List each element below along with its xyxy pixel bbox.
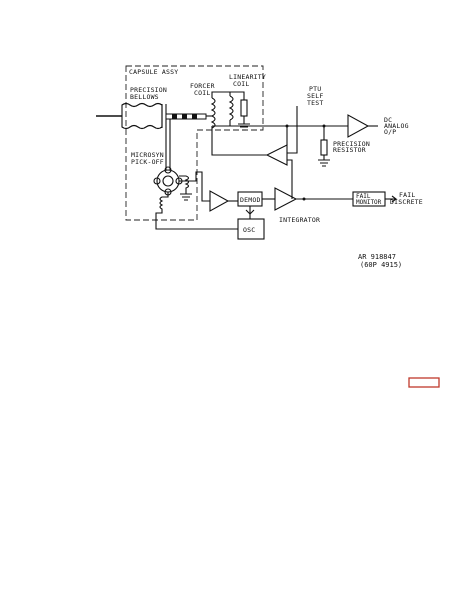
ptu-label-3: TEST <box>307 99 323 107</box>
microsyn-label-2: PICK-OFF <box>131 158 164 166</box>
linearity-coil <box>228 95 234 121</box>
preamplifier <box>209 190 230 212</box>
linearity-coil-label-2: COIL <box>233 80 249 88</box>
fail-monitor-label-2: MONITOR <box>356 199 382 206</box>
precision-bellows <box>96 102 167 130</box>
precision-resistor <box>320 139 328 156</box>
integrator-label: INTEGRATOR <box>279 216 320 224</box>
microsyn-pickoff <box>153 166 183 196</box>
fail-discrete-label-2: DISCRETE <box>390 198 423 206</box>
osc-label: OSC <box>243 226 255 234</box>
forcer-coil-label-1: FORCER <box>190 82 215 90</box>
ground-icon <box>180 193 192 201</box>
feedback-amplifier <box>265 144 288 166</box>
reference-line-2: (60P 4915) <box>360 261 402 269</box>
dc-analog-label-1: DC <box>384 116 392 124</box>
ptu-line <box>287 106 298 154</box>
ptu-label-1: PTU <box>309 85 321 93</box>
demod-label: DEMOD <box>240 196 261 204</box>
dc-analog-amplifier <box>347 114 370 138</box>
ground-icon <box>238 123 250 131</box>
reference-line-1: AR 918847 <box>358 253 396 261</box>
precision-resistor-label-2: RESISTOR <box>333 146 366 154</box>
ground-icon <box>318 159 330 167</box>
forcer-coil <box>210 97 216 129</box>
red-marker-box <box>408 377 440 388</box>
microsyn-label-1: MICROSYN <box>131 151 164 159</box>
fail-discrete-label-1: FAIL <box>399 191 415 199</box>
dc-analog-label-2: ANALOG <box>384 122 409 130</box>
oscillator-block <box>237 218 265 240</box>
ptu-label-2: SELF <box>307 92 323 100</box>
precision-resistor-label-1: PRECISION <box>333 140 370 148</box>
linearity-resistor <box>240 99 248 117</box>
precision-bellows-label-1: PRECISION <box>130 86 167 94</box>
capsule-assy-label: CAPSULE ASSY <box>129 68 178 76</box>
precision-bellows-label-2: BELLOWS <box>130 93 159 101</box>
integrator <box>274 187 298 211</box>
fail-monitor-label-1: FAIL <box>356 193 371 200</box>
capsule-assy-boundary <box>125 65 264 221</box>
forcer-bar <box>165 113 207 120</box>
forcer-coil-label-2: COIL <box>194 89 210 97</box>
dc-analog-label-3: O/P <box>384 128 396 136</box>
linearity-coil-label-1: LINEARITY <box>229 73 266 81</box>
